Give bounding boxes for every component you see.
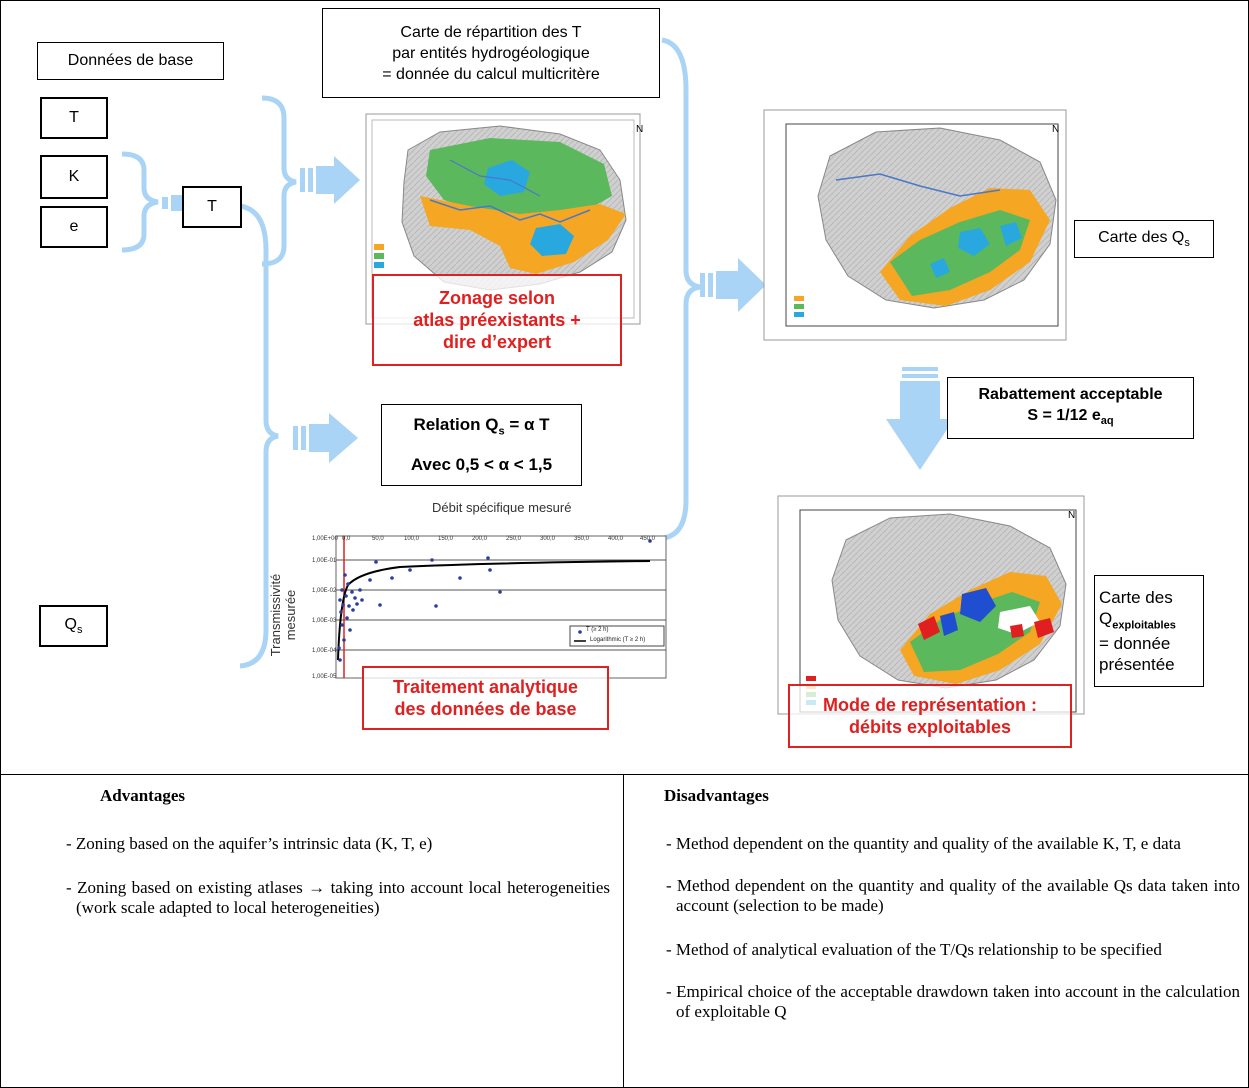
carte-qexpl-line4: présentée bbox=[1099, 655, 1175, 675]
svg-text:350,0: 350,0 bbox=[574, 536, 590, 542]
input-t-label: T bbox=[69, 109, 79, 126]
rabattement-line1: Rabattement acceptable bbox=[978, 385, 1163, 403]
diagram-graphics: N N N bbox=[121, 37, 1085, 715]
svg-text:50,0: 50,0 bbox=[372, 536, 384, 542]
svg-text:N: N bbox=[1068, 510, 1075, 521]
disadvantages-title: Disadvantages bbox=[664, 786, 769, 805]
chart-ylabel-line1: Transmissivité bbox=[268, 573, 283, 657]
zonage-line1: Zonage selon bbox=[438, 288, 555, 308]
disadvantage-item: - Empirical choice of the acceptable dra… bbox=[666, 982, 1240, 1021]
zonage-line3: dire d’expert bbox=[442, 332, 552, 352]
merged-t-label: T bbox=[207, 198, 217, 215]
merged-t-box: T bbox=[182, 186, 242, 228]
donnees-base-box: Données de base bbox=[37, 42, 224, 80]
brace-lower bbox=[239, 203, 279, 669]
carte-qs-box: Carte des Qs bbox=[1074, 220, 1214, 258]
svg-text:N: N bbox=[636, 124, 643, 135]
mode-line1: Mode de représentation : bbox=[822, 695, 1038, 715]
advantages-list: - Zoning based on the aquifer’s intrinsi… bbox=[62, 834, 610, 1074]
mode-annotation: Mode de représentation : débits exploita… bbox=[788, 684, 1072, 748]
input-e-label: e bbox=[69, 218, 79, 235]
traitement-line2: des données de base bbox=[394, 699, 577, 719]
input-qs-label: Qs bbox=[64, 615, 83, 637]
rabattement-box: Rabattement acceptable S = 1/12 eaq bbox=[947, 377, 1194, 439]
svg-text:150,0: 150,0 bbox=[438, 536, 454, 542]
svg-text:1,00E-05: 1,00E-05 bbox=[312, 674, 337, 680]
input-e-box: e bbox=[40, 206, 108, 248]
brace-upper bbox=[261, 95, 297, 267]
input-k-label: K bbox=[68, 168, 80, 185]
input-k-box: K bbox=[40, 155, 108, 199]
donnees-base-label: Données de base bbox=[67, 52, 194, 69]
divider-horizontal bbox=[0, 774, 1249, 775]
advantage-item: - Zoning based on the aquifer’s intrinsi… bbox=[66, 834, 433, 853]
zonage-line2: atlas préexistants + bbox=[413, 310, 581, 330]
svg-text:250,0: 250,0 bbox=[506, 536, 522, 542]
chart-plot: 0,0 50,0 100,0 150,0 200,0 250,0 300,0 350,0 40… bbox=[312, 535, 667, 680]
arrow-to-map bbox=[300, 156, 360, 204]
disadvantages-list: - Method dependent on the quantity and q… bbox=[662, 834, 1240, 1084]
svg-text:0,0: 0,0 bbox=[342, 536, 351, 542]
chart-ylabel: Transmissivité mesurée bbox=[266, 556, 326, 674]
svg-text:1,00E-04: 1,00E-04 bbox=[312, 648, 337, 654]
carte-qs-label: Carte des Qs bbox=[1098, 228, 1190, 250]
svg-text:450,0: 450,0 bbox=[640, 536, 656, 542]
svg-text:1,00E-03: 1,00E-03 bbox=[312, 618, 337, 624]
svg-text:200,0: 200,0 bbox=[472, 536, 488, 542]
rabattement-line2: S = 1/12 eaq bbox=[1027, 406, 1114, 428]
carte-qexpl-line1: Carte des bbox=[1099, 587, 1173, 607]
carte-qexpl-line2: Qexploitables bbox=[1099, 608, 1176, 632]
arrow-to-qs-map bbox=[700, 258, 766, 312]
relation-box: Relation Qs = α T Avec 0,5 < α < 1,5 bbox=[381, 404, 582, 486]
carte-qexpl-line3: = donnée bbox=[1099, 634, 1171, 654]
zonage-annotation: Zonage selon atlas préexistants + dire d… bbox=[372, 274, 622, 366]
chart-ylabel-line2: mesurée bbox=[283, 589, 298, 641]
arrow-down bbox=[886, 367, 954, 470]
top-title-line2: par entités hydrogéologique bbox=[392, 44, 590, 62]
advantages-title: Advantages bbox=[100, 786, 186, 805]
top-title-line3: = donnée du calcul multicritère bbox=[382, 65, 600, 83]
top-title-box: Carte de répartition des T par entités h… bbox=[322, 8, 660, 98]
disadvantage-item: - Method dependent on the quantity and q… bbox=[666, 834, 1181, 853]
traitement-line1: Traitement analytique bbox=[392, 677, 579, 697]
mode-line2: débits exploitables bbox=[848, 717, 1012, 737]
chart-legend-line: Logarithmic (T ≥ 2 h) bbox=[590, 637, 646, 643]
brace-kte bbox=[121, 151, 159, 253]
relation-line1: Relation Qs = α T bbox=[413, 414, 550, 438]
svg-text:100,0: 100,0 bbox=[404, 536, 420, 542]
chart-title: Débit spécifique mesuré bbox=[432, 500, 572, 515]
svg-text:1,00E-01: 1,00E-01 bbox=[312, 558, 337, 564]
advantage-item: - Zoning based on existing atlases → tak… bbox=[66, 878, 610, 917]
top-title-line1: Carte de répartition des T bbox=[400, 23, 582, 41]
svg-text:300,0: 300,0 bbox=[540, 536, 556, 542]
arrow-to-relation bbox=[293, 413, 358, 463]
carte-qexpl-box: Carte des Qexploitables = donnée présent… bbox=[1094, 575, 1204, 687]
map-qexploitables: N bbox=[777, 495, 1085, 715]
map-qs: N bbox=[763, 109, 1067, 341]
input-t-box: T bbox=[40, 97, 108, 139]
disadvantage-item: - Method of analytical evaluation of the… bbox=[666, 940, 1162, 959]
input-qs-box: Qs bbox=[39, 605, 108, 647]
svg-text:400,0: 400,0 bbox=[608, 536, 624, 542]
brace-right bbox=[661, 37, 701, 541]
divider-vertical bbox=[623, 774, 624, 1088]
relation-line2: Avec 0,5 < α < 1,5 bbox=[410, 455, 553, 475]
traitement-annotation: Traitement analytique des données de bas… bbox=[362, 666, 609, 730]
svg-text:1,00E-02: 1,00E-02 bbox=[312, 588, 337, 594]
disadvantage-item: - Method dependent on the quantity and q… bbox=[666, 876, 1240, 915]
svg-text:1,00E+00: 1,00E+00 bbox=[312, 536, 339, 542]
svg-text:N: N bbox=[1052, 124, 1059, 135]
chart-legend-points: T (≥ 2 h) bbox=[586, 627, 609, 633]
